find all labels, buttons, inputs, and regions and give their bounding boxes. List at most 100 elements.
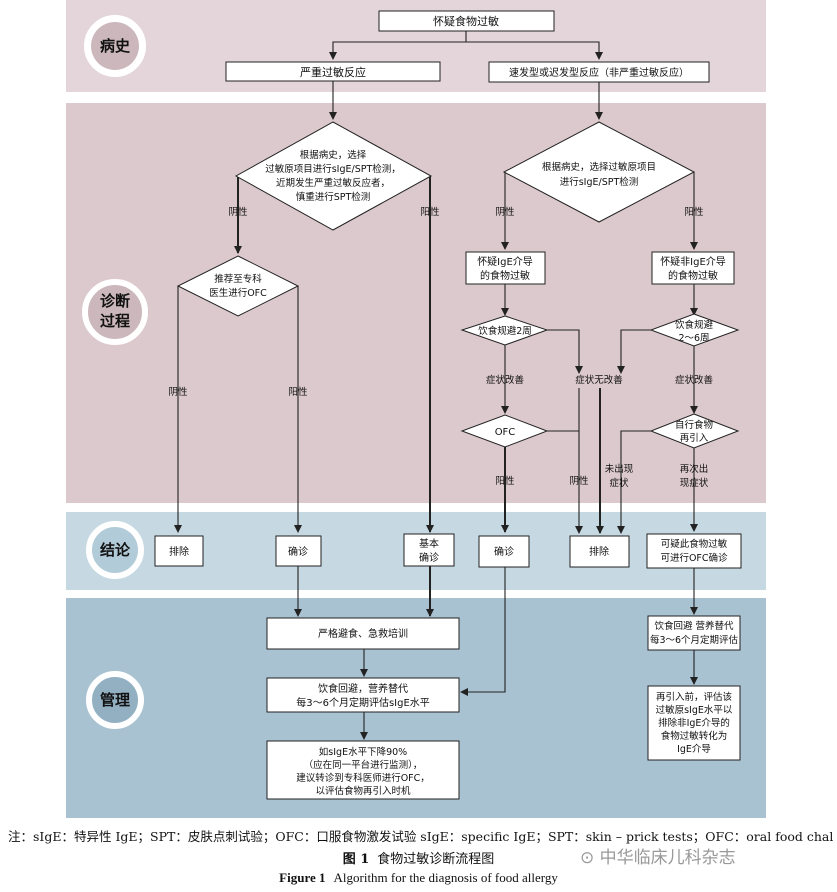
svg-text:推荐至专科: 推荐至专科 [214, 273, 262, 285]
node-ige: 怀疑IgE介导 的食物过敏 [465, 251, 546, 285]
svg-text:饮食回避 营养替代: 饮食回避 营养替代 [654, 620, 734, 632]
svg-text:基本: 基本 [419, 537, 439, 550]
section-diagnosis-label-1: 诊断 [100, 292, 130, 310]
node-maybe: 可疑此食物过敏 可进行OFC确诊 [646, 533, 742, 569]
node-confirm-1: 确诊 [275, 535, 322, 567]
caption-en: Figure 1 Algorithm for the diagnosis of f… [0, 870, 837, 886]
svg-text:食物过敏转化为: 食物过敏转化为 [661, 730, 728, 742]
node-confirm-2: 确诊 [478, 535, 530, 568]
svg-text:怀疑食物过敏: 怀疑食物过敏 [433, 14, 499, 28]
label-pos-refer: 阳性 [288, 386, 308, 398]
label-ofc-neg: 阴性 [569, 475, 589, 487]
caption-en-text: Algorithm for the diagnosis of food alle… [333, 870, 558, 885]
section-diagnosis-label-2: 过程 [100, 312, 130, 330]
svg-text:自行食物: 自行食物 [675, 419, 714, 431]
node-basic-confirm: 基本 确诊 [403, 533, 455, 567]
node-exclude-2: 排除 [569, 535, 630, 568]
caption-cn-text: 食物过敏诊断流程图 [377, 852, 495, 867]
section-conclusion: 结论 [86, 521, 144, 579]
svg-text:2～6周: 2～6周 [678, 333, 709, 344]
svg-text:慎重进行SPT检测: 慎重进行SPT检测 [296, 191, 371, 203]
svg-text:怀疑IgE介导: 怀疑IgE介导 [477, 256, 533, 268]
svg-text:每3～6个月定期评估sIgE水平: 每3～6个月定期评估sIgE水平 [296, 696, 430, 709]
node-left-diamond: 根据病史，选择 过敏原项目进行sIgE/SPT检测， 近期发生严重过敏反应者， … [234, 121, 433, 231]
caption-cn-label: 图 1 [342, 852, 370, 867]
label-improve-1: 症状改善 [486, 374, 525, 386]
section-diagnosis: 诊断 过程 [82, 279, 148, 345]
node-right-final: 再引入前，评估该 过敏原sIgE水平以 排除非IgE介导的 食物过敏转化为 Ig… [647, 685, 741, 761]
svg-text:饮食规避: 饮食规避 [675, 319, 714, 331]
svg-text:过敏原sIgE水平以: 过敏原sIgE水平以 [656, 704, 733, 716]
label-no-improve: 症状无改善 [575, 374, 623, 386]
svg-text:确诊: 确诊 [494, 545, 514, 558]
node-suspect: 怀疑食物过敏 [378, 10, 555, 32]
label-neg-left: 阴性 [228, 206, 248, 218]
node-exclude-1: 排除 [154, 535, 204, 567]
svg-text:排除: 排除 [589, 545, 609, 558]
node-nonsevere: 速发型或迟发型反应（非严重过敏反应） [488, 61, 710, 83]
svg-text:可进行OFC确诊: 可进行OFC确诊 [660, 552, 728, 564]
svg-text:以评估食物再引入时机: 以评估食物再引入时机 [315, 785, 411, 797]
label-pos-right: 阳性 [684, 206, 704, 218]
node-right-diet: 饮食回避 营养替代 每3～6个月定期评估 [647, 615, 741, 651]
node-strict: 严格避食、急救培训 [266, 617, 460, 650]
svg-text:严格避食、急救培训: 严格避食、急救培训 [318, 627, 408, 640]
svg-text:可疑此食物过敏: 可疑此食物过敏 [661, 538, 728, 550]
svg-text:排除: 排除 [169, 545, 189, 558]
node-nonige: 怀疑非IgE介导 的食物过敏 [651, 251, 735, 285]
svg-text:怀疑非IgE介导: 怀疑非IgE介导 [660, 256, 726, 268]
svg-text:的食物过敏: 的食物过敏 [480, 269, 530, 282]
svg-text:饮食回避，营养替代: 饮食回避，营养替代 [318, 682, 408, 695]
svg-text:每3～6个月定期评估: 每3～6个月定期评估 [650, 634, 739, 646]
svg-text:进行sIgE/SPT检测: 进行sIgE/SPT检测 [560, 176, 639, 188]
abbreviation-note: 注：sIgE：特异性 IgE；SPT：皮肤点刺试验；OFC：口服食物激发试验 s… [8, 829, 833, 844]
section-history: 病史 [84, 15, 146, 77]
svg-text:的食物过敏: 的食物过敏 [668, 269, 718, 282]
node-avoid2: 饮食规避2周 [460, 315, 549, 346]
node-reintro: 自行食物 再引入 [649, 413, 740, 449]
svg-text:近期发生严重过敏反应者，: 近期发生严重过敏反应者， [276, 177, 390, 189]
svg-text:再引入前，评估该: 再引入前，评估该 [656, 691, 732, 703]
watermark: ⊙ 中华临床儿科杂志 [580, 848, 736, 868]
label-ofc-pos: 阳性 [495, 475, 515, 487]
label-improve-2: 症状改善 [675, 374, 714, 386]
svg-text:确诊: 确诊 [288, 545, 308, 558]
section-conclusion-label: 结论 [100, 541, 131, 559]
watermark-text: 中华临床儿科杂志 [599, 848, 736, 868]
svg-text:再引入: 再引入 [680, 433, 709, 444]
label-neg-right: 阴性 [495, 206, 515, 218]
svg-text:排除非IgE介导的: 排除非IgE介导的 [658, 717, 730, 729]
svg-text:IgE介导: IgE介导 [677, 744, 711, 755]
caption-en-label: Figure 1 [279, 870, 326, 885]
node-diet-eval: 饮食回避，营养替代 每3～6个月定期评估sIgE水平 [266, 677, 460, 713]
label-no-symptom-1: 未出现 [605, 463, 634, 475]
label-neg-refer: 阴性 [168, 386, 188, 398]
svg-text:严重过敏反应: 严重过敏反应 [300, 65, 366, 79]
node-avoid26: 饮食规避 2～6周 [649, 313, 740, 347]
section-management-label: 管理 [100, 691, 130, 709]
node-ofc: OFC [460, 414, 549, 448]
svg-text:建议转诊到专科医师进行OFC，: 建议转诊到专科医师进行OFC， [296, 772, 430, 784]
svg-text:过敏原项目进行sIgE/SPT检测，: 过敏原项目进行sIgE/SPT检测， [265, 163, 401, 175]
label-symptom-again-1: 再次出 [680, 463, 709, 475]
label-no-symptom-2: 症状 [609, 477, 629, 489]
node-refer-ofc: 如sIgE水平下降90% （应在同一平台进行监测）， 建议转诊到专科医师进行OF… [266, 740, 460, 800]
svg-text:根据病史，选择过敏原项目: 根据病史，选择过敏原项目 [542, 161, 656, 173]
svg-text:如sIgE水平下降90%: 如sIgE水平下降90% [319, 746, 407, 758]
svg-text:医生进行OFC: 医生进行OFC [209, 287, 267, 299]
svg-text:饮食规避2周: 饮食规避2周 [478, 325, 532, 337]
connectors [174, 31, 698, 740]
section-management: 管理 [86, 671, 144, 729]
svg-text:根据病史，选择: 根据病史，选择 [300, 149, 367, 161]
node-severe: 严重过敏反应 [225, 61, 441, 82]
svg-text:确诊: 确诊 [419, 551, 439, 564]
label-symptom-again-2: 现症状 [680, 477, 709, 489]
svg-text:速发型或迟发型反应（非严重过敏反应）: 速发型或迟发型反应（非严重过敏反应） [509, 66, 689, 79]
svg-text:（应在同一平台进行监测），: （应在同一平台进行监测）， [304, 759, 423, 771]
node-refer-diamond: 推荐至专科 医生进行OFC [176, 255, 300, 317]
svg-text:OFC: OFC [495, 427, 516, 438]
edge-labels: 阴性 阳性 阴性 阳性 阴性 阳性 症状改善 症状无改善 症状改善 阳性 阴性 … [168, 206, 713, 489]
section-history-label: 病史 [100, 37, 131, 55]
